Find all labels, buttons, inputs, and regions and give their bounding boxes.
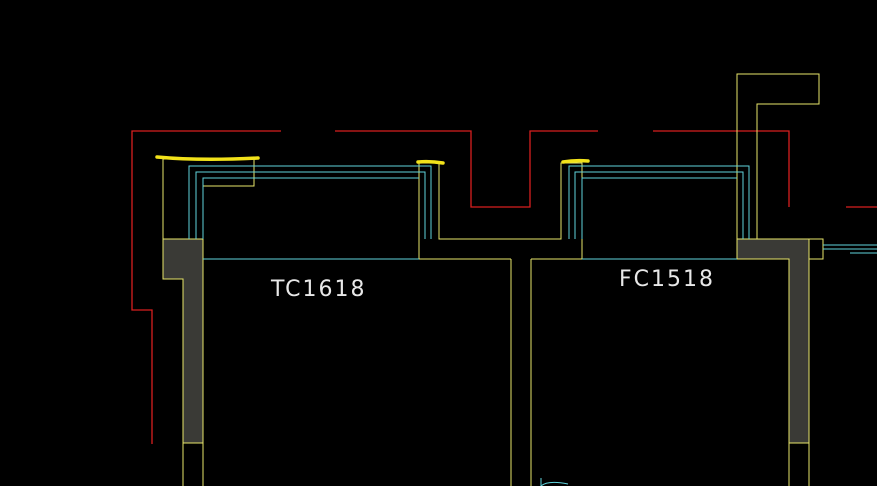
label-window-tc1618: TC1618 — [270, 277, 367, 302]
highlight-center-left — [416, 159, 445, 165]
red-boundary-right — [653, 130, 790, 207]
right-wall-stub — [809, 238, 824, 260]
left-parapet — [162, 158, 255, 239]
left-wall-pillar — [162, 238, 204, 444]
center-recess-wall — [418, 162, 583, 259]
wall-lines — [162, 73, 824, 486]
shaft-outline — [736, 73, 820, 239]
red-boundary-middle — [335, 130, 598, 208]
window-fc1518-line-3 — [581, 177, 737, 239]
window-tc1618-line-2 — [195, 171, 426, 239]
red-boundary-left — [131, 130, 281, 444]
highlight-center-right — [561, 158, 590, 164]
markup-highlights — [155, 155, 590, 165]
door-swing-arc — [540, 481, 569, 486]
label-window-fc1518: FC1518 — [619, 267, 715, 292]
window-lines — [188, 165, 877, 486]
window-fc1518-line-1 — [568, 165, 750, 239]
window-tc1618-line-3 — [202, 177, 419, 239]
highlight-left — [155, 155, 260, 162]
red-boundary-lines — [131, 130, 877, 444]
right-wall-pillar — [736, 238, 810, 444]
window-tc1618-line-1 — [188, 165, 432, 239]
window-fc1518-line-2 — [574, 171, 744, 239]
